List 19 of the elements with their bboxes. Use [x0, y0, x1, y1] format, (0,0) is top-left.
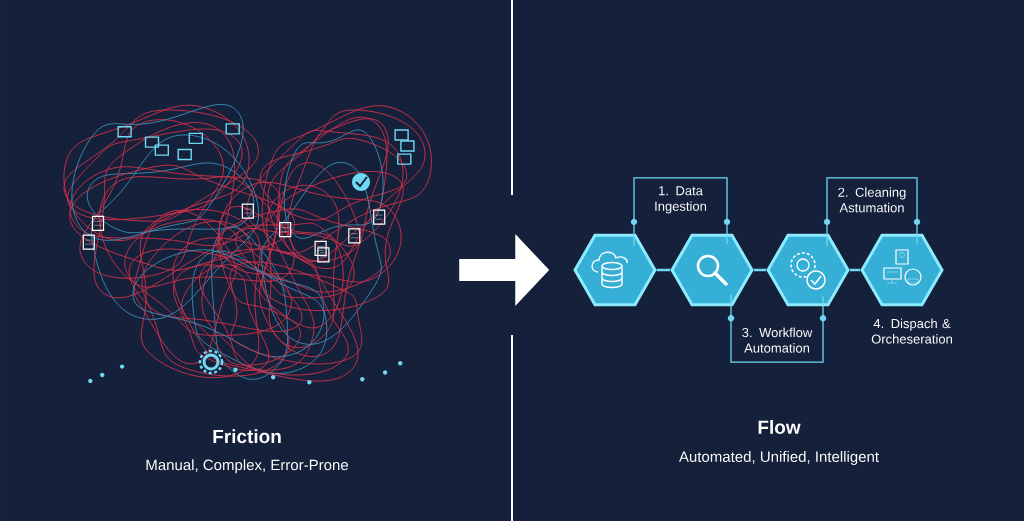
connector-line: [849, 268, 861, 272]
subtitle: Manual, Complex, Error-Prone: [146, 459, 348, 474]
edge-label: 3. Workflow Automation: [742, 327, 813, 353]
subtitle: Automated, Unified, Intelligent: [679, 451, 879, 465]
step-label: 4. Dispach & Orcheseration: [871, 318, 952, 344]
hexagon-node: [573, 233, 657, 307]
edge-label: 2. Cleaning Astumation: [838, 187, 906, 213]
bracket-line: [633, 177, 728, 247]
heading: Friction: [213, 429, 281, 444]
edge-label: 1. Data Ingestion: [655, 186, 707, 214]
bracket-line: [730, 293, 824, 363]
connector-line: [753, 268, 767, 272]
hexagon-node: [860, 233, 944, 307]
hexagon-node: [766, 233, 850, 307]
bracket-line: [826, 177, 918, 247]
hexagon-node: [670, 233, 754, 307]
connector-line: [656, 268, 671, 272]
heading: Flow: [758, 420, 801, 434]
tangle-drawing: [63, 104, 432, 385]
